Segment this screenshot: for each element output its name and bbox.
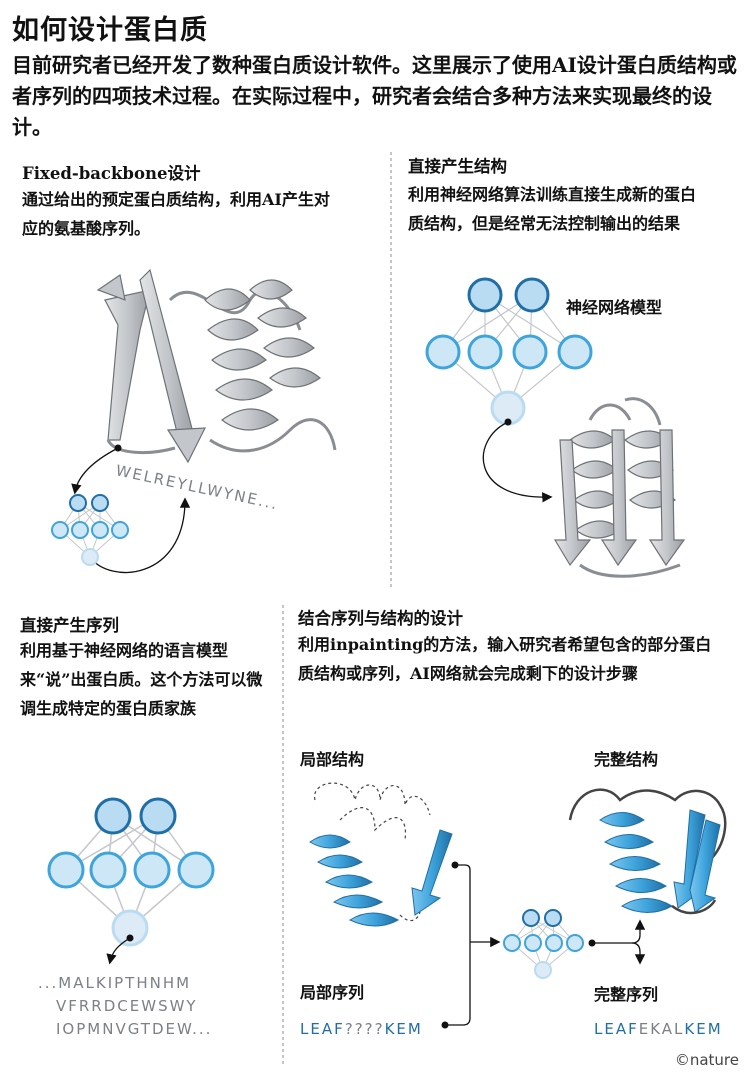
neural-network-model-label: 神经网络模型 xyxy=(566,298,663,317)
fixed-backbone-description: 通过给出的预定蛋白质结构，利用AI产生对应的氨基酸序列。 xyxy=(22,190,330,238)
neural-network-small-4 xyxy=(503,909,584,979)
sequence-line: ...MALKIPTHNHM xyxy=(38,974,192,992)
complete-sequence: LEAFEKALKEM xyxy=(594,1020,723,1038)
neural-network-small-1 xyxy=(51,494,129,566)
arrow-network-to-structure xyxy=(482,421,553,503)
fixed-backbone-heading: Fixed-backbone设计 xyxy=(22,164,201,183)
fixed-backbone-sequence: WELREYLLWYNE... xyxy=(114,461,280,513)
partial-structure xyxy=(309,782,453,927)
page-title: 如何设计蛋白质 xyxy=(12,15,208,46)
partial-sequence: LEAF????KEM xyxy=(300,1020,423,1038)
combined-heading: 结合序列与结构的设计 xyxy=(298,609,463,628)
sequence-known-start: LEAF xyxy=(300,1020,345,1038)
direct-sequence-description: 利用基于神经网络的语言模型来“说”出蛋白质。这个方法可以微调生成特定的蛋白质家族 xyxy=(20,641,263,718)
intro-text: 目前研究者已经开发了数种蛋白质设计软件。这里展示了使用AI设计蛋白质结构或者序列… xyxy=(12,53,737,139)
sequence-line: VFRRDCEWSWY xyxy=(56,997,198,1015)
panel-dividers xyxy=(8,152,745,1065)
neural-network-language-model xyxy=(47,797,215,947)
complete-sequence-label: 完整序列 xyxy=(594,985,659,1004)
sequence-unknown: ???? xyxy=(344,1020,385,1038)
combined-description: 利用inpainting的方法，输入研究者希望包含的部分蛋白质结构或序列，AI网… xyxy=(298,635,712,683)
neural-network-model xyxy=(425,277,593,426)
generated-structure xyxy=(553,397,686,578)
fixed-backbone-protein xyxy=(96,268,337,464)
arrow-network-to-sequence xyxy=(89,497,191,574)
sequence-known-start: LEAF xyxy=(594,1020,639,1038)
sequence-line: IOPMNVGTDEW... xyxy=(56,1020,213,1038)
direct-structure-description: 利用神经网络算法训练直接生成新的蛋白质结构，但是经常无法控制输出的结果 xyxy=(408,185,697,233)
arrow-network-to-complete-structure xyxy=(631,919,646,944)
generated-sequence: ...MALKIPTHNHM VFRRDCEWSWY IOPMNVGTDEW..… xyxy=(38,972,212,1041)
sequence-known-end: KEM xyxy=(684,1020,723,1038)
complete-structure-label: 完整结构 xyxy=(594,750,659,769)
partial-structure-label: 局部结构 xyxy=(300,750,365,769)
arrow-network-to-complete-sequence xyxy=(631,942,646,965)
direct-sequence-heading: 直接产生序列 xyxy=(20,616,119,635)
partial-sequence-label: 局部序列 xyxy=(300,983,365,1002)
direct-structure-heading: 直接产生结构 xyxy=(408,157,507,176)
complete-structure xyxy=(568,788,727,915)
arrow-network-to-sequence-3 xyxy=(106,937,131,965)
nature-credit: ©nature xyxy=(674,1051,739,1069)
sequence-generated: EKAL xyxy=(638,1020,685,1038)
arrow-structure-to-network xyxy=(71,447,119,495)
sequence-known-end: KEM xyxy=(384,1020,423,1038)
